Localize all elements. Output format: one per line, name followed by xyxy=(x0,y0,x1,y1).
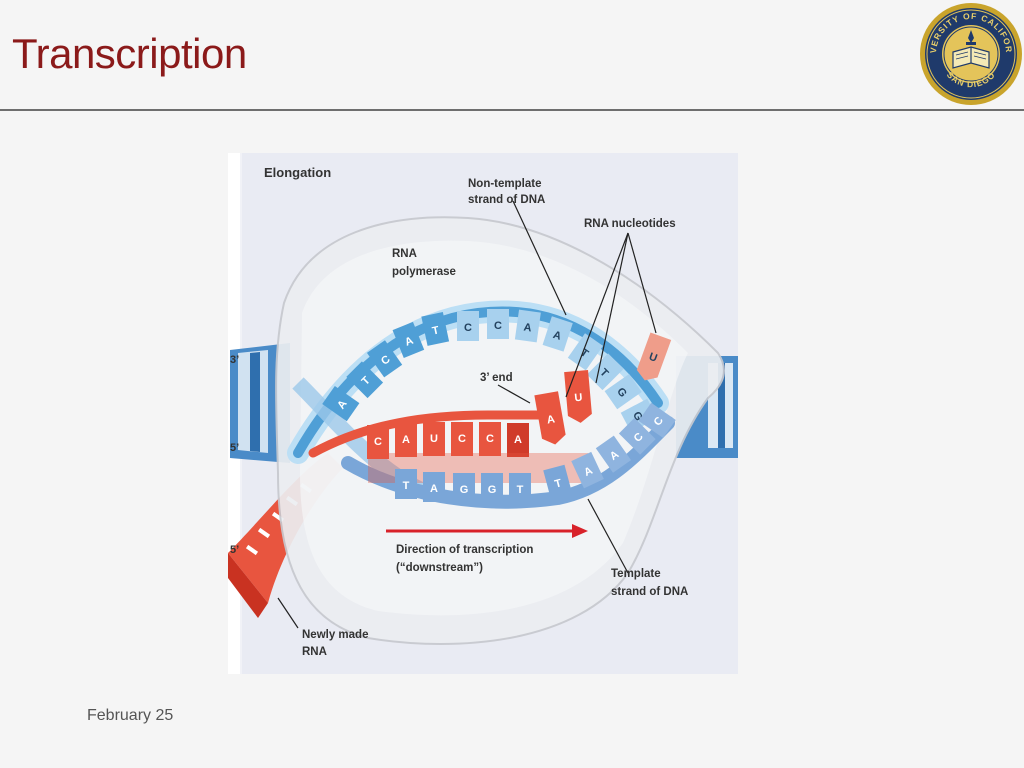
rna-5prime-end-label: 5’ xyxy=(230,544,239,556)
template-base: T xyxy=(517,484,524,496)
dna-5prime-end-label: 5’ xyxy=(230,442,239,454)
rna-polymerase-label-line1: RNA xyxy=(392,248,417,260)
direction-label-line1: Direction of transcription xyxy=(396,544,533,556)
title-divider xyxy=(0,109,1024,111)
ucsd-seal-logo: UNIVERSITY OF CALIFORNIA SAN DIEGO xyxy=(919,2,1022,105)
rna-base: A xyxy=(514,434,522,446)
three-prime-end-label: 3’ end xyxy=(480,372,513,384)
footer-date: February 25 xyxy=(87,707,174,724)
rna-backbone xyxy=(308,410,553,458)
template-base: T xyxy=(553,477,563,490)
dna-3prime-end-label: 3’ xyxy=(230,354,239,366)
upstream-dna-duplex xyxy=(230,343,290,463)
template-base: G xyxy=(460,484,469,496)
template-bases: T A G G T T A A xyxy=(368,402,676,503)
template-base: T xyxy=(403,480,410,492)
rna-base: C xyxy=(458,433,466,445)
non-template-base: C xyxy=(494,320,502,332)
rna-polymerase-label-line2: polymerase xyxy=(392,266,456,278)
newly-made-rna-label-line1: Newly made xyxy=(302,629,368,641)
rna-base: C xyxy=(374,436,382,448)
template-base: A xyxy=(430,483,438,495)
transcription-elongation-diagram: A T C A T C C A xyxy=(228,153,738,674)
slide-title: Transcription xyxy=(12,30,247,77)
panel-title: Elongation xyxy=(264,165,331,180)
template-label-line1: Template xyxy=(611,568,661,580)
non-template-base: A xyxy=(403,335,415,349)
template-label-line2: strand of DNA xyxy=(611,586,688,598)
template-base: G xyxy=(488,484,497,496)
non-template-base: A xyxy=(551,329,562,343)
free-nucleotide: U xyxy=(574,392,583,405)
rna-nucleotides-label: RNA nucleotides xyxy=(584,218,676,230)
newly-made-rna-label-line2: RNA xyxy=(302,646,327,658)
direction-arrow xyxy=(386,524,588,538)
free-nucleotide: U xyxy=(647,351,659,365)
non-template-base: T xyxy=(431,324,440,337)
rna-base: C xyxy=(486,433,494,445)
non-template-label-line2: strand of DNA xyxy=(468,194,545,206)
non-template-base: C xyxy=(464,322,472,334)
label-leader-lines xyxy=(277,200,657,629)
free-nucleotide: A xyxy=(546,413,556,426)
rna-base: U xyxy=(430,433,438,445)
non-template-label-line1: Non-template xyxy=(468,178,541,190)
direction-label-line2: (“downstream”) xyxy=(396,562,483,574)
non-template-base: A xyxy=(523,321,533,334)
rna-base: A xyxy=(402,434,410,446)
rna-bases: C A U C C A xyxy=(367,422,529,459)
